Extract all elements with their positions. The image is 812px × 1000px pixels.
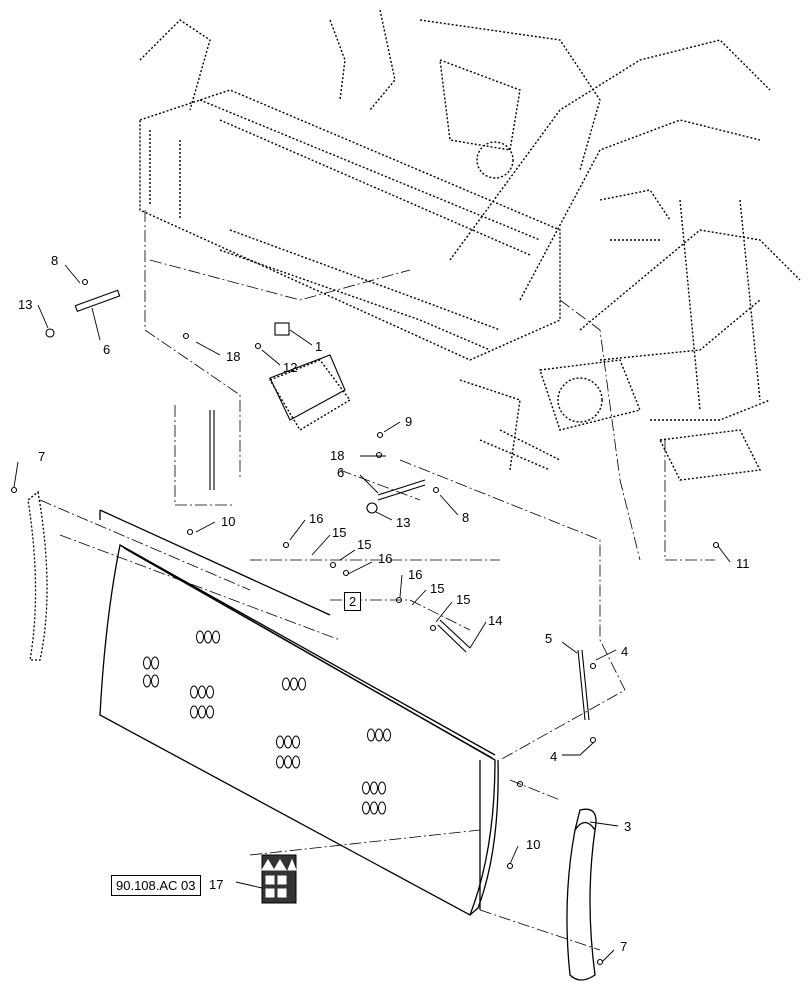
callout-13: 13 — [18, 297, 33, 312]
callout-8: 8 — [462, 510, 470, 525]
callout-16: 16 — [309, 511, 324, 526]
callout-16: 16 — [378, 551, 393, 566]
callout-1: 1 — [315, 339, 323, 354]
callout-4: 4 — [550, 749, 558, 764]
callout-7: 7 — [620, 939, 628, 954]
callout-10: 10 — [526, 837, 541, 852]
left-seal-strip — [27, 490, 48, 661]
callout-2: 2 — [344, 592, 362, 611]
callout-18: 18 — [330, 448, 345, 463]
panel-vents — [143, 630, 391, 815]
callout-4: 4 — [621, 644, 629, 659]
callout-12: 12 — [283, 360, 298, 375]
callout-6: 6 — [103, 342, 111, 357]
right-seal-strip — [566, 808, 597, 981]
callout-17: 17 — [209, 877, 224, 892]
callout-16: 16 — [408, 567, 423, 582]
callout-14: 14 — [488, 613, 503, 628]
warning-decal-icon — [261, 854, 297, 904]
leader-lines — [39, 210, 715, 951]
callout-10: 10 — [221, 514, 236, 529]
hardware-parts — [10, 278, 720, 966]
callout-9: 9 — [405, 414, 413, 429]
callout-15: 15 — [456, 592, 471, 607]
callout-11: 11 — [736, 556, 750, 571]
callout-13: 13 — [396, 515, 411, 530]
callout-15: 15 — [430, 581, 445, 596]
callout-18: 18 — [226, 349, 241, 364]
reference-box: 90.108.AC 03 — [111, 875, 201, 896]
callout-7: 7 — [38, 449, 46, 464]
callout-leaders — [13, 264, 731, 963]
callout-5: 5 — [545, 631, 553, 646]
callout-6: 6 — [337, 465, 345, 480]
machine-frame — [139, 9, 801, 481]
callout-8: 8 — [51, 253, 59, 268]
callout-15: 15 — [332, 525, 347, 540]
callout-15: 15 — [357, 537, 372, 552]
callout-3: 3 — [624, 819, 632, 834]
cover-panel — [99, 509, 499, 916]
